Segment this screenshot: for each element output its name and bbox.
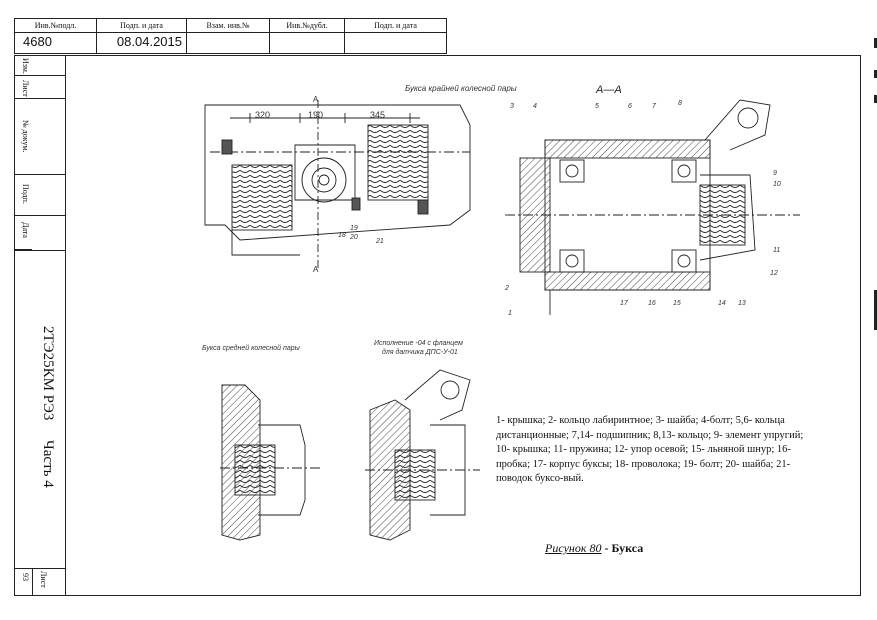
- parts-legend: 1- крышка; 2- кольцо лабиринтное; 3- шай…: [496, 415, 804, 484]
- callout: 16: [648, 300, 656, 307]
- variant-axlebox-view: [365, 369, 480, 541]
- callout: 11: [773, 247, 781, 254]
- callout: 18: [338, 232, 346, 239]
- callout: 20: [350, 234, 358, 241]
- callout: 14: [718, 300, 726, 307]
- callout: 10: [773, 181, 781, 188]
- side-divider: [14, 250, 66, 251]
- middle-axlebox-view: [220, 384, 320, 541]
- side-divider: [14, 98, 66, 99]
- edge-mark: [874, 38, 877, 48]
- dimension-label: 345: [370, 110, 386, 120]
- section-view-aa: [505, 99, 800, 315]
- dimension-label: 320: [255, 110, 271, 120]
- callout: 19: [350, 225, 358, 232]
- callout: 1: [508, 310, 512, 317]
- cut-label-top: А: [313, 95, 319, 104]
- callout: 4: [533, 103, 537, 110]
- callout: 12: [770, 270, 778, 277]
- side-divider: [32, 568, 33, 596]
- edge-mark: [874, 95, 877, 103]
- section-label: А—А: [596, 84, 622, 96]
- edge-mark: [874, 70, 877, 78]
- callout: 7: [652, 103, 656, 110]
- callout: 5: [595, 103, 599, 110]
- callout: 3: [510, 103, 514, 110]
- callout: 2: [505, 285, 509, 292]
- side-subcol: [14, 55, 32, 250]
- drawing-title-middle: Букса средней колесной пары: [202, 345, 300, 352]
- figure-title: - Букса: [601, 541, 644, 555]
- side-column: [14, 55, 66, 596]
- stamp-sign2-value: [344, 32, 447, 54]
- drawing-title-outer: Букса крайней колесной пары: [405, 84, 517, 93]
- callout: 21: [376, 238, 384, 245]
- variant-note-1: Исполнение -04 с фланцем: [374, 340, 463, 347]
- side-divider: [14, 215, 66, 216]
- edge-mark: [874, 290, 877, 330]
- figure-caption: Рисунок 80 - Букса: [545, 541, 643, 556]
- callout: 17: [620, 300, 628, 307]
- side-divider: [14, 174, 66, 175]
- figure-number: Рисунок 80: [545, 541, 602, 555]
- dimension-label: 190: [308, 110, 324, 120]
- side-divider: [14, 568, 66, 569]
- side-divider: [14, 75, 66, 76]
- cut-label-bottom: А: [313, 265, 319, 274]
- callout: 6: [628, 103, 632, 110]
- variant-note-2: для датчика ДПС-У-01: [382, 349, 458, 356]
- callout: 15: [673, 300, 681, 307]
- stamp-table: Инв.№подл. Подп. и дата Взам. инв.№ Инв.…: [14, 18, 447, 54]
- callout: 13: [738, 300, 746, 307]
- callout: 8: [678, 100, 682, 107]
- callout: 9: [773, 170, 777, 177]
- outer-axlebox-view: [204, 100, 471, 270]
